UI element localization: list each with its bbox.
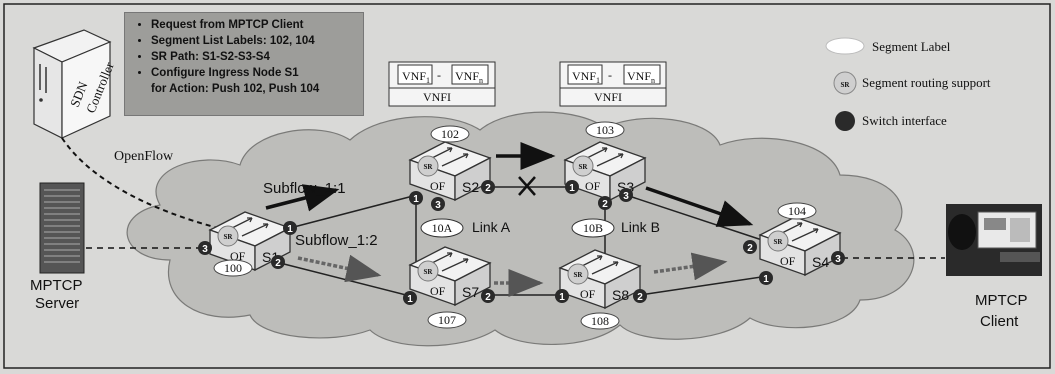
sr-badge-text: SR (424, 163, 434, 171)
legend: Segment Label SR Segment routing support… (826, 38, 991, 131)
server-label-line1: MPTCP (30, 277, 83, 294)
port-number: 1 (413, 194, 419, 205)
port-number: 1 (763, 274, 769, 285)
port-number: 2 (637, 292, 643, 303)
mptcp-client-icon (946, 204, 1042, 276)
vnfi-right-label: VNFI (594, 90, 622, 104)
port-number: 1 (407, 294, 413, 305)
segment-label: 104 (788, 204, 806, 218)
mptcp-server-icon (40, 183, 84, 273)
switch-of-label: OF (580, 287, 596, 301)
segment-label: 107 (438, 313, 456, 327)
sr-badge-text: SR (424, 268, 434, 276)
subflow-2-label: Subflow_1:2 (295, 232, 378, 249)
svg-text:-: - (608, 68, 612, 82)
switch-of-label: OF (430, 179, 446, 193)
port-number: 2 (602, 199, 608, 210)
segment-label: 108 (591, 314, 609, 328)
port-number: 3 (435, 200, 441, 211)
sr-badge-text: SR (774, 238, 784, 246)
legend-switch-interface: Switch interface (862, 113, 947, 128)
svg-text:VNF1: VNF1 (572, 69, 600, 85)
client-label-line2: Client (980, 313, 1019, 330)
svg-text:VNFn: VNFn (627, 69, 655, 85)
link-b-label: Link B (621, 219, 660, 235)
vnfi-right: VNF1 - VNFn VNFI (560, 62, 666, 106)
callout-item: SR Path: S1-S2-S3-S4 (151, 49, 357, 65)
svg-text:SR: SR (841, 81, 851, 89)
sr-badge-text: SR (579, 163, 589, 171)
switch-name: S2 (462, 179, 479, 195)
callout-continuation: for Action: Push 102, Push 104 (137, 81, 357, 97)
link-a-label: Link A (472, 219, 511, 235)
segment-label: 102 (441, 127, 459, 141)
port-number: 2 (485, 292, 491, 303)
server-label-line2: Server (35, 295, 79, 312)
svg-text:VNF1: VNF1 (402, 69, 430, 85)
vnfi-left: VNF1 - VNFn VNFI (389, 62, 495, 106)
switch-name: S4 (812, 254, 829, 270)
legend-segment-label-swatch (826, 38, 864, 54)
switch-interface-icon (835, 111, 855, 131)
vnfi-left-label: VNFI (423, 90, 451, 104)
port-number: 1 (559, 292, 565, 303)
segment-label: 103 (596, 123, 614, 137)
callout-item: Configure Ingress Node S1 (151, 65, 357, 81)
client-label-line1: MPTCP (975, 292, 1028, 309)
switch-name: S7 (462, 284, 479, 300)
switch-of-label: OF (585, 179, 601, 193)
port-number: 2 (275, 258, 281, 269)
callout-item: Request from MPTCP Client (151, 17, 357, 33)
subflow-1-label: Subflow_1:1 (263, 180, 346, 197)
port-number: 3 (623, 191, 629, 202)
port-number: 3 (835, 254, 841, 265)
port-number: 1 (569, 183, 575, 194)
legend-segment-label: Segment Label (872, 39, 951, 54)
switch-of-label: OF (780, 254, 796, 268)
sr-badge-text: SR (574, 271, 584, 279)
port-number: 2 (485, 183, 491, 194)
switch-name: S8 (612, 287, 629, 303)
segment-label: 100 (224, 261, 242, 275)
controller-callout: Request from MPTCP Client Segment List L… (124, 12, 364, 116)
port-number: 3 (202, 244, 208, 255)
sdn-controller: SDN Controller (34, 30, 117, 138)
callout-item: Segment List Labels: 102, 104 (151, 33, 357, 49)
switch-of-label: OF (430, 284, 446, 298)
sr-badge-text: SR (224, 233, 234, 241)
link-b-id: 10B (583, 221, 603, 235)
legend-sr-support: Segment routing support (862, 75, 991, 90)
openflow-label: OpenFlow (114, 149, 174, 164)
port-number: 2 (747, 243, 753, 254)
svg-text:-: - (437, 68, 441, 82)
link-a-id: 10A (432, 221, 453, 235)
port-number: 1 (287, 224, 293, 235)
svg-text:VNFn: VNFn (455, 69, 483, 85)
